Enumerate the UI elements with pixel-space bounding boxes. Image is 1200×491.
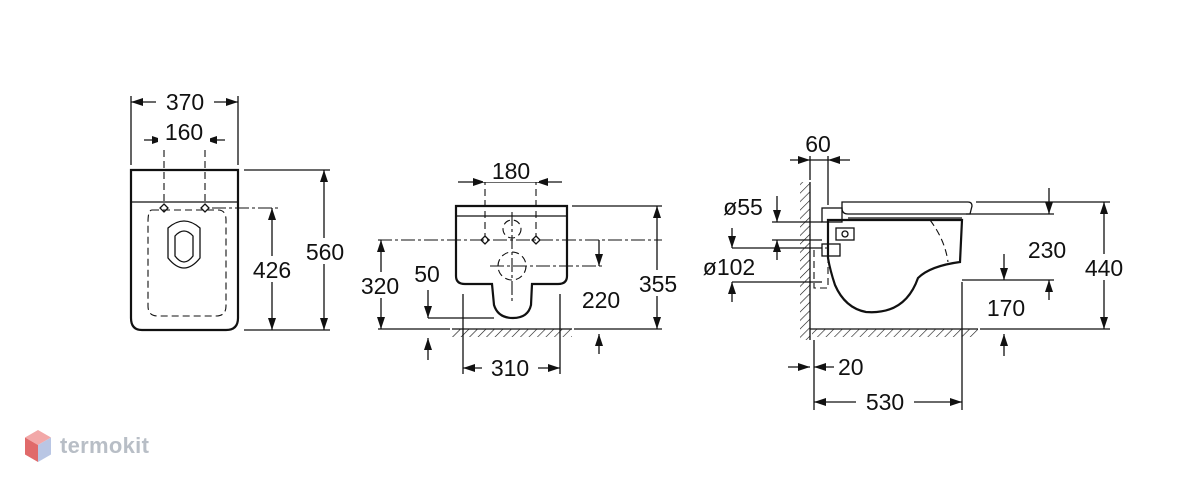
arrow [1100, 317, 1108, 329]
arrow [1000, 334, 1008, 346]
arrow [536, 178, 548, 186]
arrow [595, 254, 603, 266]
side-inlet-fitting [821, 207, 843, 223]
arrow [653, 317, 661, 329]
dim-label-bg [482, 355, 538, 379]
logo-hexagon-icon [25, 430, 51, 462]
rear-fixing-hole-left [480, 235, 490, 245]
front-fixing-hole-left [159, 203, 169, 213]
arrow [377, 317, 385, 329]
dim-label-bg [483, 158, 539, 182]
arrow [268, 318, 276, 330]
rear-view: 180 320 50 220 355 310 [354, 158, 686, 381]
front-fixing-hole-right [200, 203, 210, 213]
arrow [473, 178, 485, 186]
arrow [131, 98, 143, 106]
arrow [1100, 202, 1108, 214]
arrow [950, 398, 962, 406]
arrow [798, 156, 810, 164]
arrow [205, 136, 217, 144]
dim-230-label: 230 [1028, 237, 1066, 263]
dim-60-label: 60 [805, 131, 831, 157]
front-bowl-opening [167, 220, 201, 269]
arrow [798, 363, 810, 371]
arrow [424, 306, 432, 318]
side-seat-lid [841, 201, 973, 215]
dim-label-bg [156, 88, 214, 112]
side-floor-hatch [812, 329, 978, 337]
side-bowl-inner [929, 219, 949, 263]
arrow [548, 364, 560, 372]
arrow [814, 398, 826, 406]
dim-355-label: 355 [639, 271, 677, 297]
dim-426-label: 426 [253, 257, 291, 283]
rear-fixing-hole-right [531, 235, 541, 245]
arrow [595, 334, 603, 346]
dim-label-bg [1076, 254, 1132, 280]
arrow [463, 364, 475, 372]
front-seat-dashed [147, 209, 227, 317]
side-wall-hatch [800, 182, 810, 340]
dim-560-label: 560 [306, 239, 344, 265]
side-outlet-fitting [821, 243, 841, 257]
arrow [1045, 202, 1053, 214]
arrow [1045, 280, 1053, 292]
dim-220-label: 220 [582, 287, 620, 313]
dim-170-label: 170 [987, 295, 1025, 321]
arrow [320, 170, 328, 182]
side-bowl-body [826, 218, 964, 314]
rear-view-outline [454, 204, 569, 320]
arrow [728, 236, 736, 248]
dim-d55-label: ø55 [723, 194, 763, 220]
termokit-logo: termokit [24, 426, 149, 466]
arrow [653, 206, 661, 218]
side-hinge-pin [841, 230, 849, 238]
dim-180-label: 180 [492, 158, 530, 184]
arrow [320, 318, 328, 330]
arrow [226, 98, 238, 106]
arrow [424, 338, 432, 350]
logo-text: termokit [60, 433, 150, 458]
arrow [1000, 268, 1008, 280]
arrow [773, 210, 781, 222]
arrow [728, 282, 736, 294]
dim-160-label: 160 [165, 119, 203, 145]
arrow [377, 240, 385, 252]
dim-530-label: 530 [866, 389, 904, 415]
rear-floor-hatch [452, 329, 572, 337]
dim-label-bg [244, 256, 300, 282]
dim-310-label: 310 [491, 355, 529, 381]
dim-label-bg [158, 118, 210, 142]
dim-d102-label: ø102 [703, 254, 755, 280]
arrow [814, 363, 826, 371]
dim-440-label: 440 [1085, 255, 1123, 281]
side-view: 60 ø55 ø102 230 440 170 20 [703, 131, 1132, 415]
arrow [773, 240, 781, 252]
dim-20-label: 20 [838, 354, 864, 380]
dim-label-bg [354, 272, 406, 298]
dim-label-bg [856, 389, 914, 413]
front-view-outline [129, 168, 240, 332]
side-outlet-dashed [813, 247, 829, 289]
dim-label-bg [630, 270, 686, 296]
dim-320-label: 320 [361, 273, 399, 299]
front-view: 370 160 560 426 [129, 88, 352, 332]
dim-370-label: 370 [166, 89, 204, 115]
arrow [268, 208, 276, 220]
dim-label-bg [298, 238, 352, 264]
arrow [828, 156, 840, 164]
dim-50-label: 50 [414, 261, 440, 287]
side-hinge [835, 227, 855, 241]
front-bowl-inner [174, 230, 194, 263]
